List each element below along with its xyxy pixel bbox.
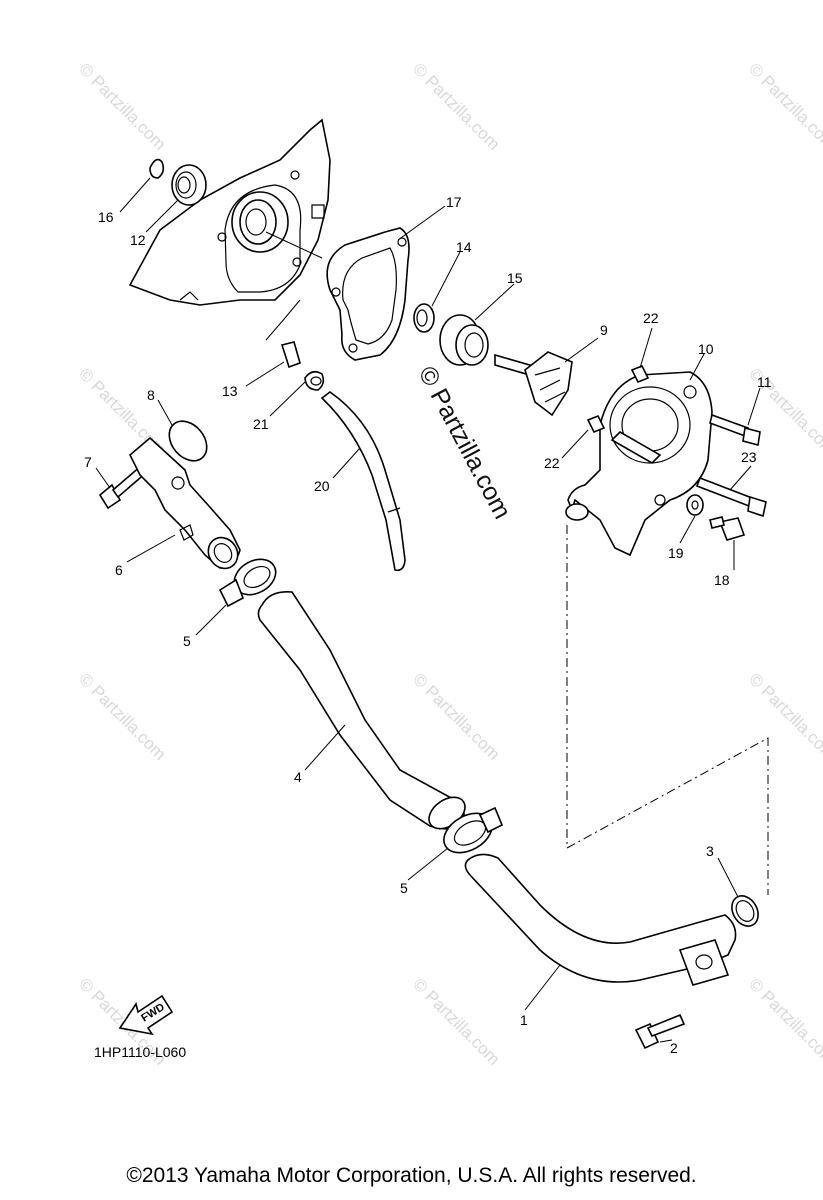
callout-9: 9: [600, 322, 608, 338]
watermark: © Partzilla.com: [745, 669, 823, 763]
callout-4: 4: [294, 769, 302, 785]
o-ring-8: [168, 420, 208, 462]
bolt-18: [709, 516, 746, 541]
outlet-pipe-6: [129, 436, 241, 570]
seal-14: [413, 303, 435, 333]
callout-8: 8: [147, 387, 155, 403]
connection-lines: [566, 525, 769, 895]
watermark: © Partzilla.com: [745, 59, 823, 153]
callout-18: 18: [714, 572, 730, 588]
copyright-notice: ©2013 Yamaha Motor Corporation, U.S.A. A…: [126, 1164, 697, 1187]
pump-housing-10: [565, 371, 713, 557]
callout-21: 21: [253, 416, 269, 432]
callouts: 1 2 3 4 5 5 6 7 8 9 10 11 12 13 14 15 16…: [84, 194, 772, 1056]
callout-15: 15: [507, 270, 523, 286]
callout-5b: 5: [400, 880, 408, 896]
watermark: © Partzilla.com: [409, 59, 503, 153]
callout-16: 16: [98, 209, 114, 225]
hose-clamp-5-upper: [218, 558, 277, 608]
dowel-pin-22a: [630, 364, 650, 384]
clamp-21: [304, 370, 325, 391]
callout-1: 1: [520, 1012, 528, 1028]
callout-12: 12: [130, 232, 146, 248]
gasket-17: [326, 227, 410, 361]
callout-3: 3: [706, 843, 714, 859]
callout-5a: 5: [183, 633, 191, 649]
center-watermark: © Partzilla.com: [413, 362, 517, 524]
impeller-shaft-9: [494, 351, 573, 417]
o-ring-3: [731, 895, 759, 927]
callout-22b: 22: [544, 455, 560, 471]
watermark: © Partzilla.com: [409, 669, 503, 763]
watermark: © Partzilla.com: [745, 974, 823, 1068]
crankcase-cover: [128, 118, 331, 306]
hose-20: [320, 391, 406, 572]
water-pipe-1: [464, 853, 737, 986]
bearing-12: [171, 164, 207, 206]
hose-4: [257, 590, 466, 830]
callout-20: 20: [314, 478, 330, 494]
dowel-pin-13: [265, 299, 301, 369]
callout-6: 6: [115, 562, 123, 578]
callout-10: 10: [698, 341, 714, 357]
bolt-11: [709, 413, 761, 447]
watermark: © Partzilla.com: [75, 669, 169, 763]
callout-17: 17: [446, 194, 462, 210]
washer-19: [686, 494, 704, 516]
bolt-2: [634, 1013, 686, 1050]
watermark: © Partzilla.com: [75, 59, 169, 153]
callout-7: 7: [84, 454, 92, 470]
bolt-23: [695, 476, 767, 518]
fwd-arrow: FWD: [118, 994, 174, 1036]
watermark: © Partzilla.com: [409, 974, 503, 1068]
callout-11: 11: [757, 374, 772, 390]
dowel-pin-22b: [586, 414, 606, 434]
circlip-16: [149, 158, 165, 179]
catalog-code: 1HP1110-L060: [94, 1044, 186, 1060]
seal-15: [439, 314, 489, 366]
leader-lines: [95, 177, 761, 1043]
callout-14: 14: [456, 239, 472, 255]
callout-23: 23: [741, 449, 757, 465]
callout-22a: 22: [643, 310, 659, 326]
callout-19: 19: [668, 545, 684, 561]
callout-13: 13: [222, 383, 238, 399]
callout-2: 2: [670, 1040, 678, 1056]
hose-clamp-5-lower: [443, 806, 504, 854]
